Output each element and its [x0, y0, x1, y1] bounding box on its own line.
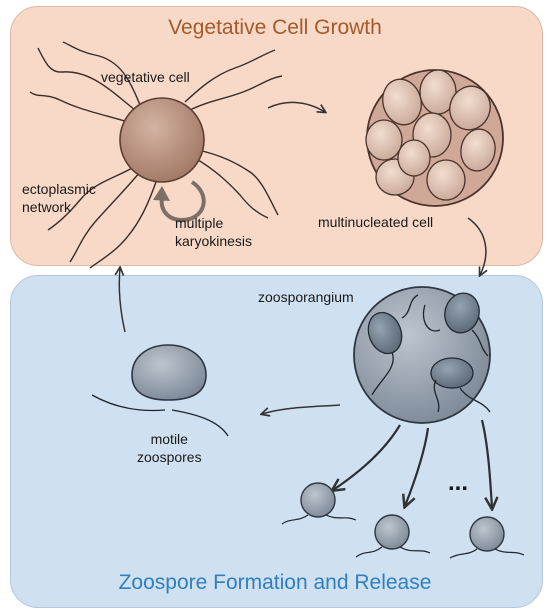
released-zoospore	[355, 514, 431, 558]
motile-zoospores-label: motile zoospores	[137, 431, 202, 465]
released-zoospore	[449, 516, 525, 559]
multiple-karyokinesis-label: multiple karyokinesis	[175, 215, 253, 249]
motile-zoospore	[91, 344, 229, 437]
zoospore-formation-title: Zoospore Formation and Release	[118, 571, 432, 594]
ectoplasmic-network-filaments	[29, 41, 283, 269]
vegetative-cell-label: vegetative cell	[101, 69, 190, 85]
growth-arrow	[267, 101, 325, 112]
multinucleated-cell	[365, 69, 504, 207]
vegetative-cell	[119, 97, 205, 183]
karyokinesis-cycle-arrow	[159, 180, 206, 223]
ellipsis-label: ...	[448, 469, 468, 496]
released-zoospore	[281, 482, 357, 525]
division-arrow	[467, 217, 486, 275]
zoosporangium-label: zoosporangium	[258, 289, 354, 305]
zoospore-release-arrows	[333, 419, 492, 508]
zoosporangium	[353, 286, 491, 424]
multinucleated-cell-label: multinucleated cell	[318, 214, 433, 230]
germination-arrow	[119, 268, 126, 333]
ectoplasmic-network-label: ectoplasmic network	[22, 181, 96, 215]
karyokinesis-arrowhead	[153, 186, 170, 201]
release-arrow	[262, 404, 341, 414]
vegetative-growth-title: Vegetative Cell Growth	[168, 16, 382, 39]
